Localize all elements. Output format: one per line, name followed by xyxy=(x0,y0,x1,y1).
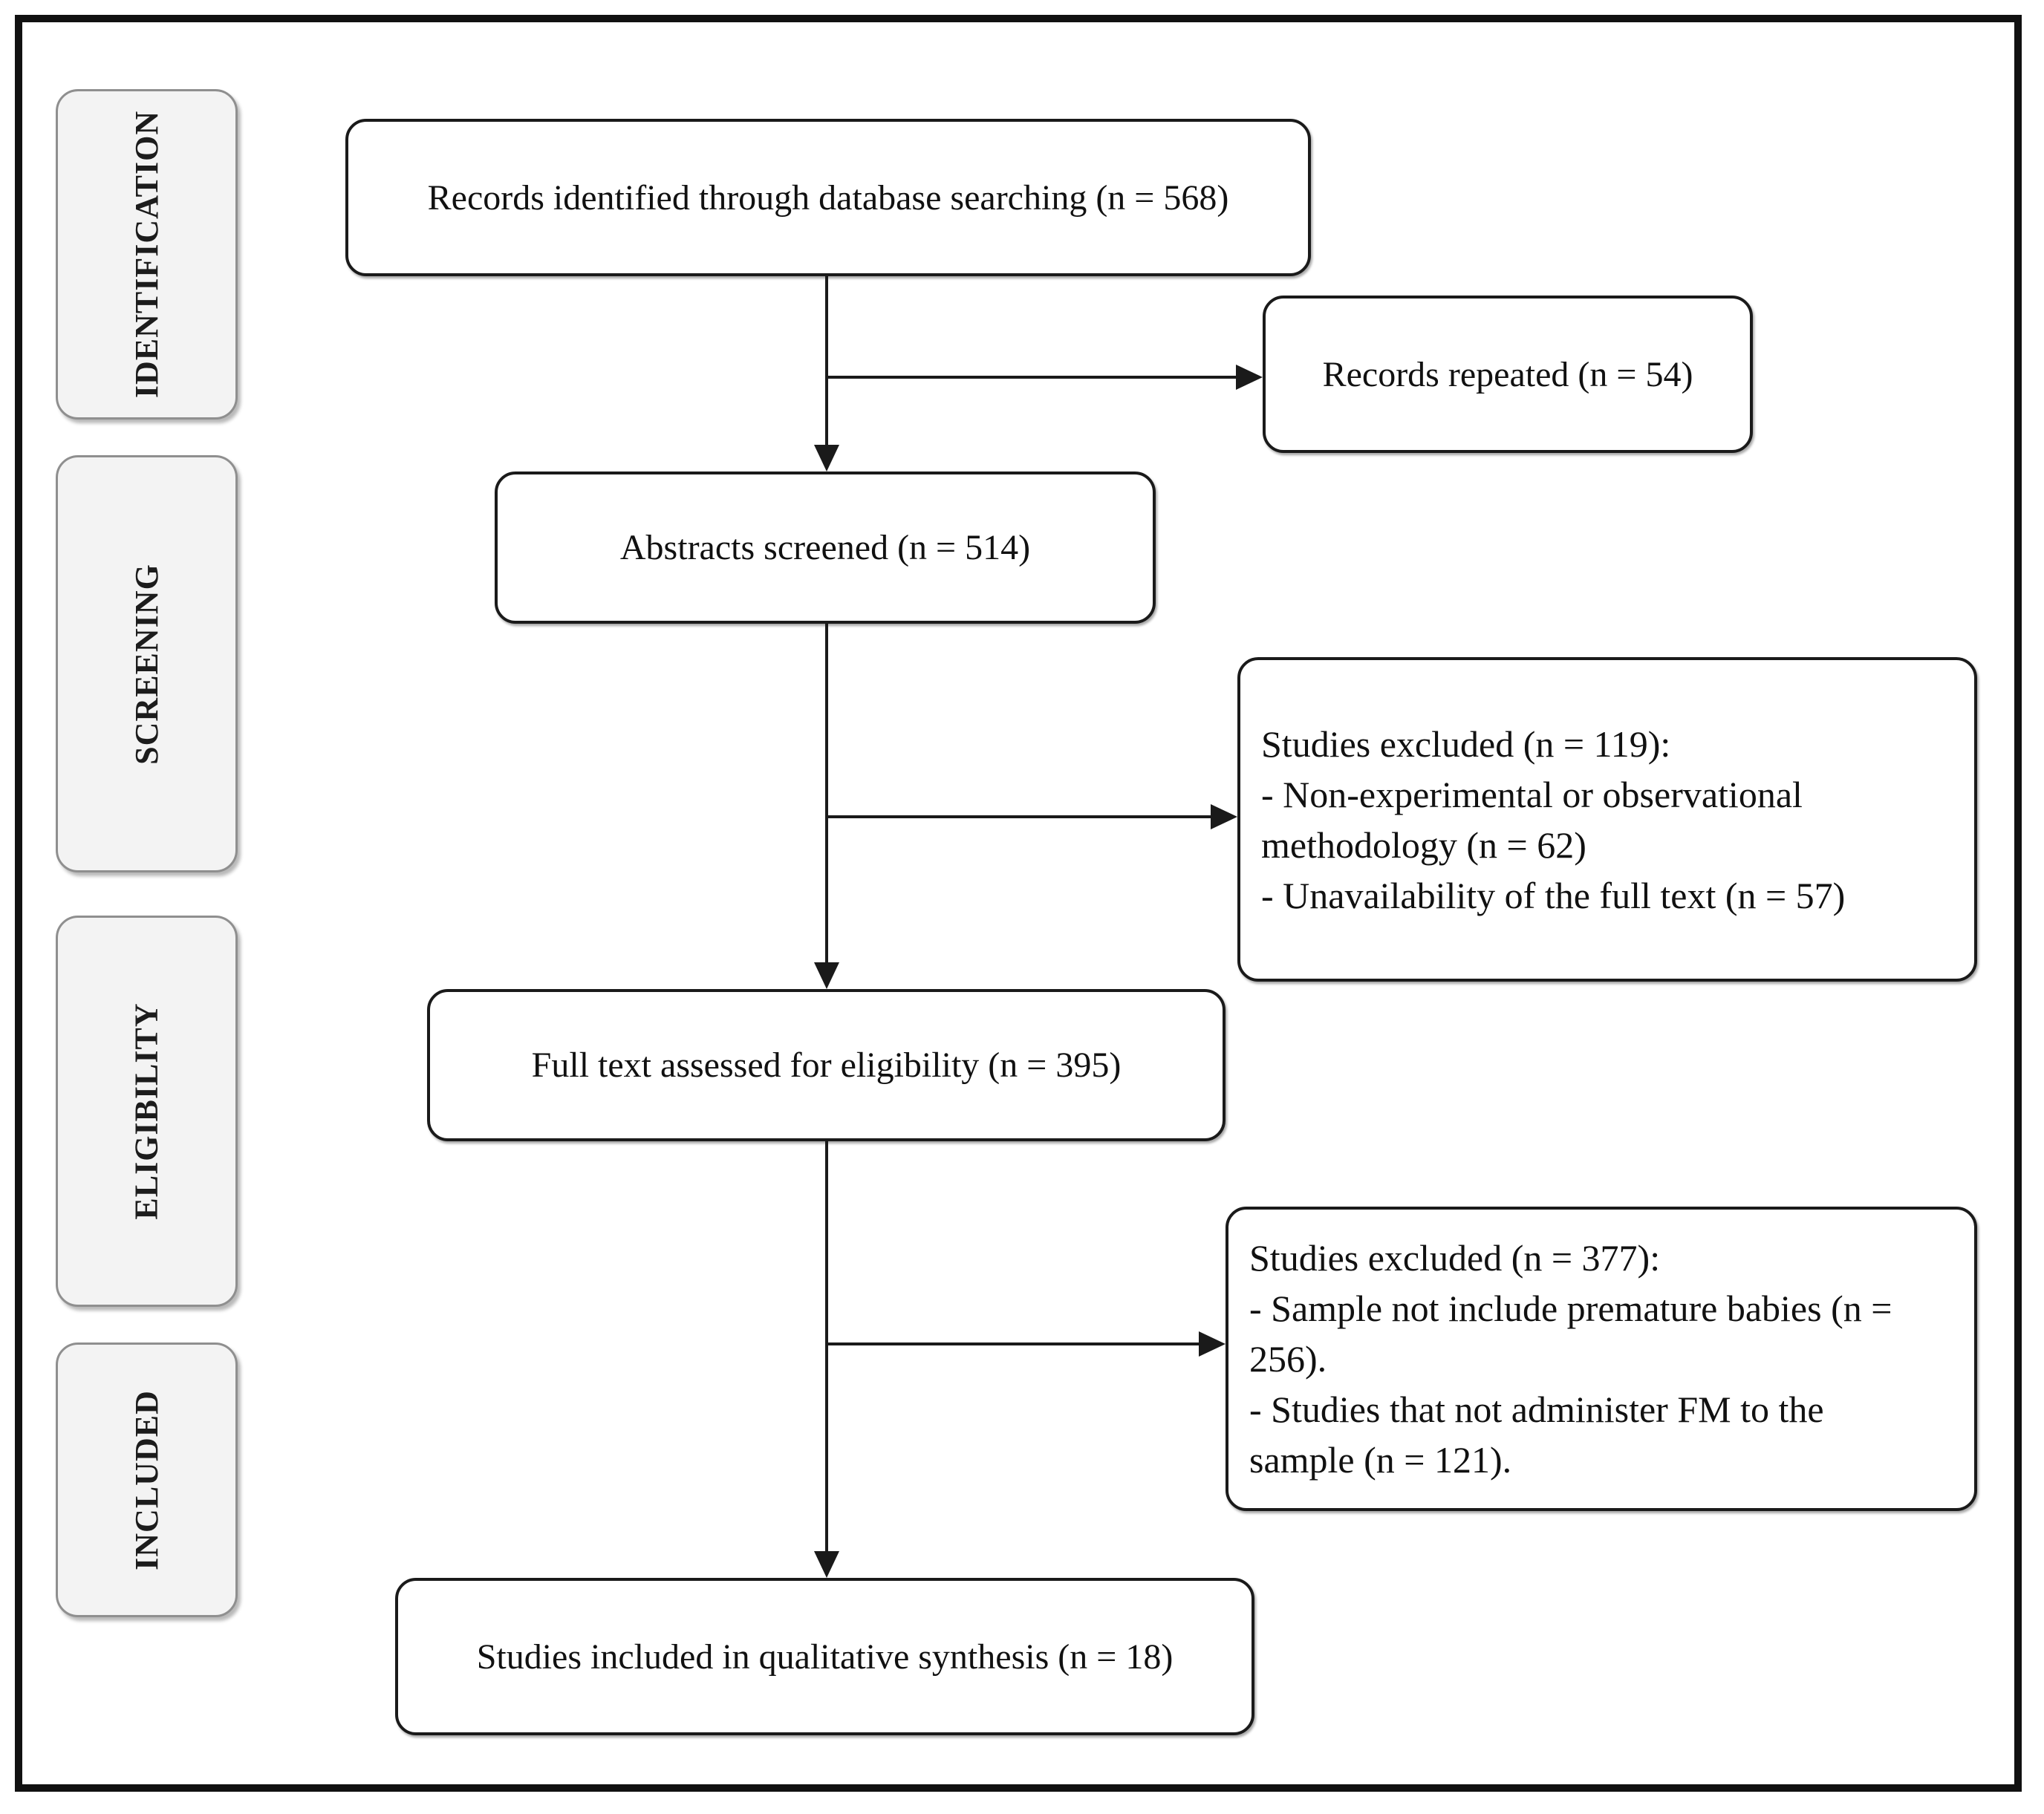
connector-identified-to-abstracts xyxy=(825,276,828,447)
abstracts-screened-text: Abstracts screened (n = 514) xyxy=(619,528,1031,567)
records-identified-box: Records identified through database sear… xyxy=(345,119,1311,276)
excluded-screening-line-1: Studies excluded (n = 119): xyxy=(1261,722,1671,765)
records-identified-text: Records identified through database sear… xyxy=(427,177,1229,218)
connector-abstracts-to-fulltext xyxy=(825,624,828,964)
excluded-screening-line-4: - Unavailability of the full text (n = 5… xyxy=(1261,874,1846,916)
connector-branch-repeated xyxy=(825,376,1236,379)
stage-label-included: INCLUDED xyxy=(128,1389,166,1570)
records-repeated-box: Records repeated (n = 54) xyxy=(1263,296,1753,453)
arrowhead-down-fulltext xyxy=(814,962,839,989)
connector-fulltext-to-included xyxy=(825,1141,828,1553)
excluded-eligibility-line-1: Studies excluded (n = 377): xyxy=(1249,1237,1661,1279)
arrowhead-down-included xyxy=(814,1551,839,1578)
stage-label-eligibility: ELIGIBILITY xyxy=(128,1002,166,1220)
excluded-eligibility-line-4: - Studies that not administer FM to the xyxy=(1249,1389,1824,1430)
arrowhead-right-excluded-screening xyxy=(1211,804,1237,829)
excluded-eligibility-line-2: - Sample not include premature babies (n… xyxy=(1249,1288,1892,1329)
excluded-eligibility-line-3: 256). xyxy=(1249,1338,1327,1380)
excluded-eligibility-line-5: sample (n = 121). xyxy=(1249,1439,1512,1481)
studies-excluded-screening-box: Studies excluded (n = 119): - Non-experi… xyxy=(1237,657,1977,982)
connector-branch-excluded-screening xyxy=(825,815,1212,818)
studies-included-text: Studies included in qualitative synthesi… xyxy=(476,1637,1174,1677)
arrowhead-right-repeated xyxy=(1236,365,1263,390)
connector-branch-excluded-eligibility xyxy=(825,1342,1200,1345)
records-repeated-text: Records repeated (n = 54) xyxy=(1322,354,1693,394)
outer-frame xyxy=(15,15,2022,1792)
arrowhead-down-abstracts xyxy=(814,445,839,472)
excluded-screening-line-3: methodology (n = 62) xyxy=(1261,823,1586,866)
stage-box-identification: IDENTIFICATION xyxy=(56,89,238,420)
studies-excluded-eligibility-box: Studies excluded (n = 377): - Sample not… xyxy=(1226,1207,1977,1511)
stage-box-screening: SCREENING xyxy=(56,455,238,872)
stage-box-included: INCLUDED xyxy=(56,1342,238,1617)
stage-label-identification: IDENTIFICATION xyxy=(128,110,165,399)
abstracts-screened-box: Abstracts screened (n = 514) xyxy=(495,472,1156,624)
studies-included-box: Studies included in qualitative synthesi… xyxy=(395,1578,1254,1735)
full-text-assessed-text: Full text assessed for eligibility (n = … xyxy=(531,1045,1122,1085)
stage-label-screening: SCREENING xyxy=(128,563,165,765)
excluded-screening-line-2: - Non-experimental or observational xyxy=(1261,773,1803,815)
arrowhead-right-excluded-eligibility xyxy=(1199,1331,1226,1357)
full-text-assessed-box: Full text assessed for eligibility (n = … xyxy=(427,989,1226,1141)
stage-box-eligibility: ELIGIBILITY xyxy=(56,916,238,1307)
